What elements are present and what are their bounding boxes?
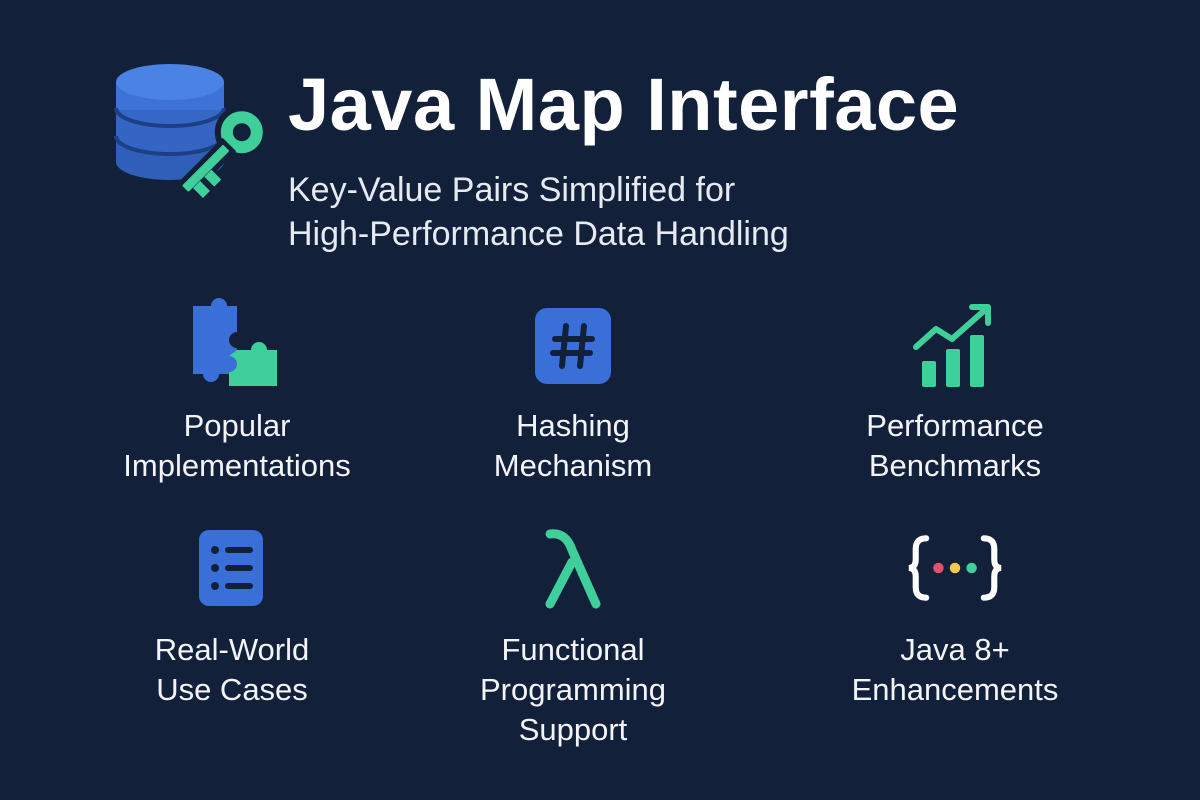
feature-label: Java 8+ Enhancements	[852, 630, 1059, 710]
curly-braces-icon	[907, 520, 1003, 616]
page-title: Java Map Interface	[288, 63, 960, 146]
page-subtitle: Key-Value Pairs Simplified for High-Perf…	[288, 168, 789, 256]
feature-label: Functional Programming Support	[480, 630, 666, 750]
feature-label-line: Performance	[866, 408, 1044, 443]
feature-label: Performance Benchmarks	[866, 406, 1043, 486]
subtitle-line-2: High-Performance Data Handling	[288, 215, 789, 253]
list-icon	[184, 520, 280, 616]
feature-label-line: Java 8+	[900, 632, 1010, 667]
lambda-icon	[525, 520, 621, 616]
feature-label-line: Popular	[183, 408, 291, 443]
feature-real-world-use-cases: Real-World Use Cases	[72, 520, 392, 710]
feature-label: Hashing Mechanism	[494, 406, 653, 486]
feature-label-line: Hashing	[516, 408, 630, 443]
feature-label-line: Benchmarks	[868, 448, 1042, 483]
hash-icon	[525, 298, 621, 394]
feature-label-line: Support	[518, 712, 628, 747]
feature-label-line: Programming	[479, 672, 667, 707]
feature-label: Real-World Use Cases	[155, 630, 309, 710]
feature-label-line: Use Cases	[156, 672, 308, 707]
feature-functional-programming: Functional Programming Support	[413, 520, 733, 750]
feature-label-line: Real-World	[154, 632, 310, 667]
feature-label-line: Implementations	[123, 448, 351, 483]
feature-hashing-mechanism: Hashing Mechanism	[413, 298, 733, 486]
feature-label: Popular Implementations	[123, 406, 350, 486]
header: Java Map Interface Key-Value Pairs Simpl…	[0, 0, 1200, 280]
database-key-icon	[114, 64, 269, 199]
bar-chart-trend-icon	[907, 298, 1003, 394]
subtitle-line-1: Key-Value Pairs Simplified for	[288, 171, 736, 209]
feature-label-line: Mechanism	[493, 448, 653, 483]
feature-label-line: Enhancements	[851, 672, 1059, 707]
puzzle-icon	[189, 298, 285, 394]
feature-label-line: Functional	[501, 632, 645, 667]
feature-popular-implementations: Popular Implementations	[77, 298, 397, 486]
feature-java8-enhancements: Java 8+ Enhancements	[795, 520, 1115, 710]
feature-performance-benchmarks: Performance Benchmarks	[795, 298, 1115, 486]
